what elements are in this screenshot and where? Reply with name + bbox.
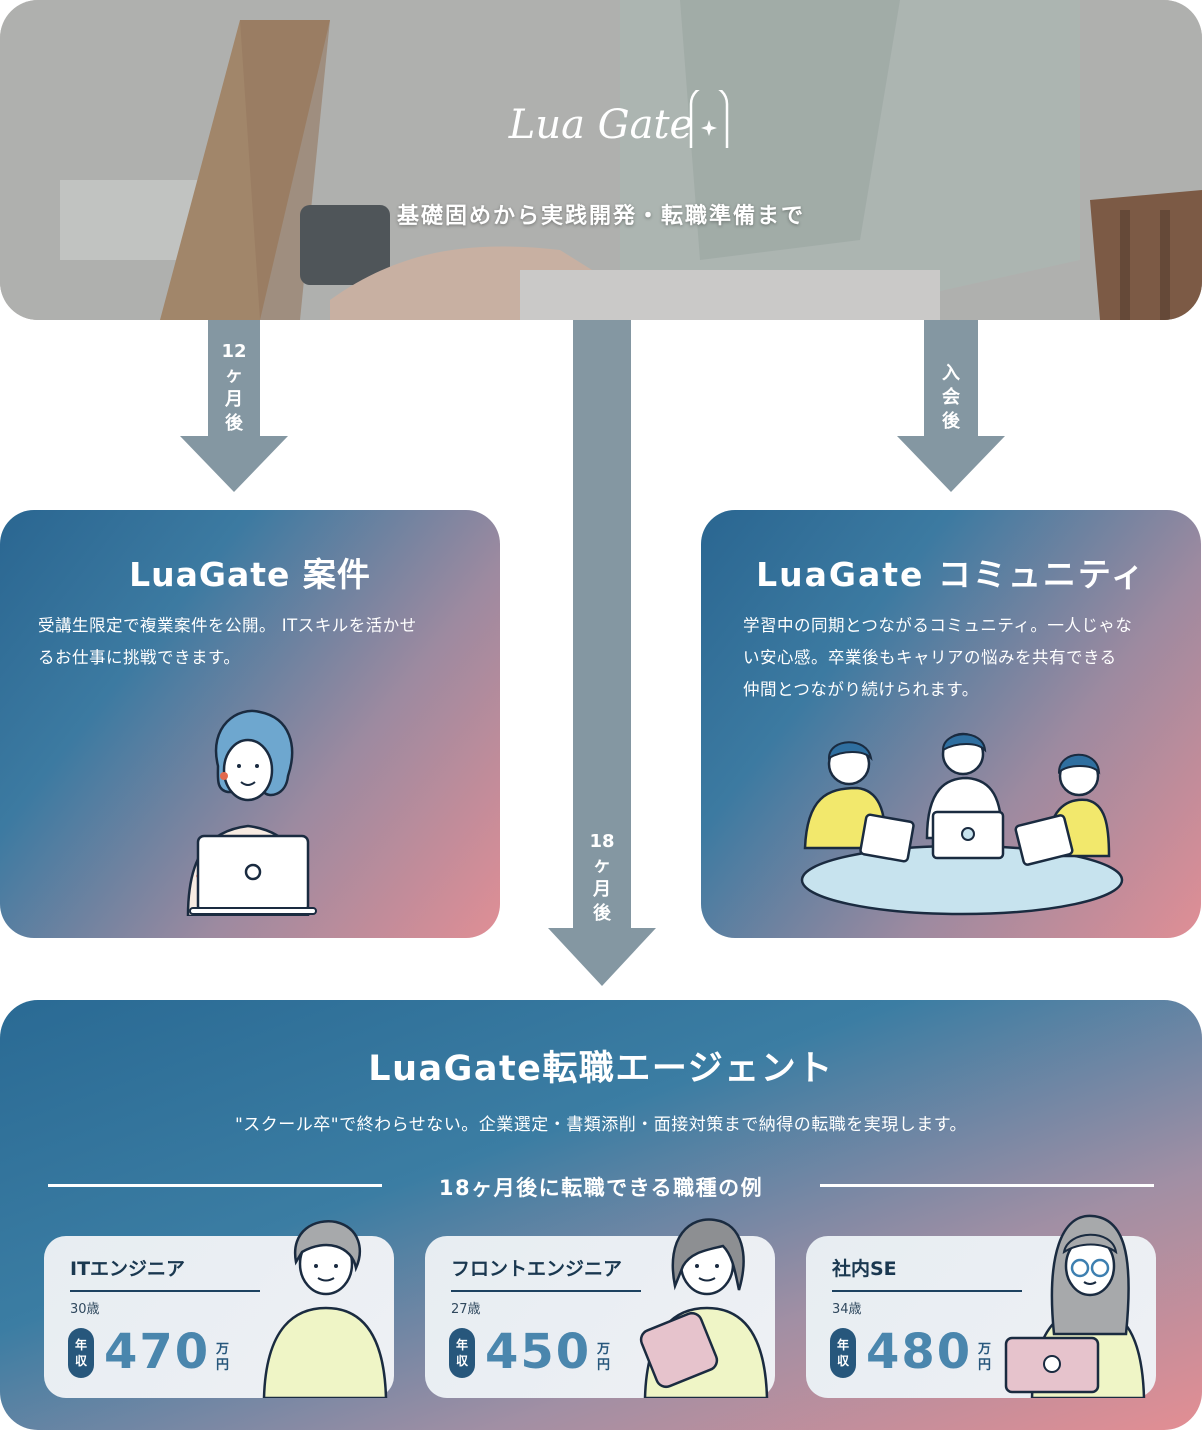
job-title-underline: [832, 1290, 1022, 1292]
person-illustration-3: [1004, 1214, 1146, 1398]
community-card-desc-line2: い安心感。卒業後もキャリアの悩みを共有できる: [743, 648, 1117, 667]
section-divider-right: [820, 1184, 1154, 1187]
income-badge-char1: 年: [74, 1338, 87, 1352]
unit-man: 万: [597, 1342, 611, 1357]
community-card-desc-line1: 学習中の同期とつながるコミュニティ。一人じゃな: [743, 616, 1133, 635]
job-title-underline: [70, 1290, 260, 1292]
community-card-description: 学習中の同期とつながるコミュニティ。一人じゃな い安心感。卒業後もキャリアの悩み…: [743, 610, 1132, 706]
job-card-in-house-se[interactable]: 社内SE 34歳 年収 480 万円: [806, 1214, 1156, 1398]
job-age: 27歳: [451, 1302, 481, 1317]
luagate-logo: Lua Gate: [0, 84, 1202, 164]
center-arrow-label-num: 18: [589, 831, 615, 852]
salary-unit: 万円: [597, 1342, 613, 1374]
right-arrow-label-1: 入: [942, 363, 960, 384]
job-salary: 450: [485, 1324, 592, 1380]
left-arrow-label-num: 12: [221, 341, 247, 362]
center-arrow-shaft: [573, 320, 631, 940]
left-arrow-label-month: 月: [225, 389, 243, 410]
left-arrow-head-icon: [180, 436, 288, 492]
center-arrow-label-ka: ヶ: [593, 855, 611, 876]
left-arrow-shaft: [208, 320, 260, 440]
project-card[interactable]: LuaGate 案件 受講生限定で複業案件を公開。 ITスキルを活かせ るお仕事…: [0, 510, 500, 938]
unit-man: 万: [978, 1342, 992, 1357]
unit-yen: 円: [978, 1358, 992, 1373]
unit-man: 万: [216, 1342, 230, 1357]
center-arrow-label-month: 月: [593, 879, 611, 900]
right-arrow-label: 入 会 後: [925, 362, 977, 434]
left-arrow-label: 12 ヶ 月 後: [208, 340, 260, 436]
job-examples-heading: 18ヶ月後に転職できる職種の例: [438, 1176, 764, 1200]
community-card[interactable]: LuaGate コミュニティ 学習中の同期とつながるコミュニティ。一人じゃな い…: [701, 510, 1201, 938]
salary-unit: 万円: [978, 1342, 994, 1374]
project-card-description: 受講生限定で複業案件を公開。 ITスキルを活かせ るお仕事に挑戦できます。: [38, 610, 417, 674]
job-title: フロントエンジニア: [451, 1258, 623, 1280]
hero-banner: [0, 0, 1202, 320]
income-badge-char2: 収: [455, 1354, 468, 1368]
unit-yen: 円: [597, 1358, 611, 1373]
job-age: 30歳: [70, 1302, 100, 1317]
section-divider-left: [48, 1184, 382, 1187]
unit-yen: 円: [216, 1358, 230, 1373]
project-card-title: LuaGate 案件: [129, 555, 371, 594]
income-badge-char1: 年: [455, 1338, 468, 1352]
income-badge-char2: 収: [836, 1354, 849, 1368]
logo-text: Lua Gate: [508, 102, 693, 148]
person-illustration-1: [262, 1220, 388, 1398]
right-arrow-shaft: [924, 320, 978, 440]
center-arrow-label: 18 ヶ 月 後: [576, 830, 628, 926]
person-illustration-2: [639, 1218, 769, 1398]
job-title-underline: [451, 1290, 641, 1292]
agent-title: LuaGate転職エージェント: [368, 1049, 834, 1089]
left-arrow-label-after: 後: [225, 413, 243, 434]
job-salary: 470: [104, 1324, 211, 1380]
job-title: 社内SE: [832, 1258, 897, 1280]
job-age: 34歳: [832, 1302, 862, 1317]
community-card-desc-line3: 仲間とつながり続けられます。: [743, 680, 979, 699]
income-badge: 年収: [830, 1328, 856, 1378]
project-card-desc-line2: るお仕事に挑戦できます。: [38, 648, 241, 667]
hero-tagline: 基礎固めから実践開発・転職準備まで: [396, 204, 805, 229]
income-badge-char2: 収: [74, 1354, 87, 1368]
job-salary: 480: [866, 1324, 973, 1380]
income-badge: 年収: [449, 1328, 475, 1378]
income-badge-char1: 年: [836, 1338, 849, 1352]
community-meeting-illustration: [800, 732, 1124, 916]
right-arrow-head-icon: [897, 436, 1005, 492]
center-arrow-head-icon: [548, 928, 656, 986]
left-arrow-label-ka: ヶ: [225, 365, 243, 386]
income-badge: 年収: [68, 1328, 94, 1378]
right-arrow-label-3: 後: [942, 411, 960, 432]
right-arrow-label-2: 会: [942, 387, 960, 408]
woman-with-laptop-illustration: [186, 709, 317, 916]
center-arrow-label-after: 後: [593, 903, 611, 924]
hero-background-photo: [0, 0, 1202, 320]
agent-description: "スクール卒"で終わらせない。企業選定・書類添削・面接対策まで納得の転職を実現し…: [234, 1115, 968, 1135]
job-card-frontend-engineer[interactable]: フロントエンジニア 27歳 年収 450 万円: [425, 1218, 775, 1398]
salary-unit: 万円: [216, 1342, 232, 1374]
project-card-desc-line1: 受講生限定で複業案件を公開。 ITスキルを活かせ: [38, 616, 417, 635]
luagate-logo-mark: Lua Gate: [508, 84, 729, 148]
agent-section: LuaGate転職エージェント "スクール卒"で終わらせない。企業選定・書類添削…: [0, 1000, 1202, 1430]
job-card-it-engineer[interactable]: ITエンジニア 30歳 年収 470 万円: [44, 1220, 394, 1398]
job-title: ITエンジニア: [70, 1258, 186, 1280]
community-card-title: LuaGate コミュニティ: [756, 555, 1146, 594]
